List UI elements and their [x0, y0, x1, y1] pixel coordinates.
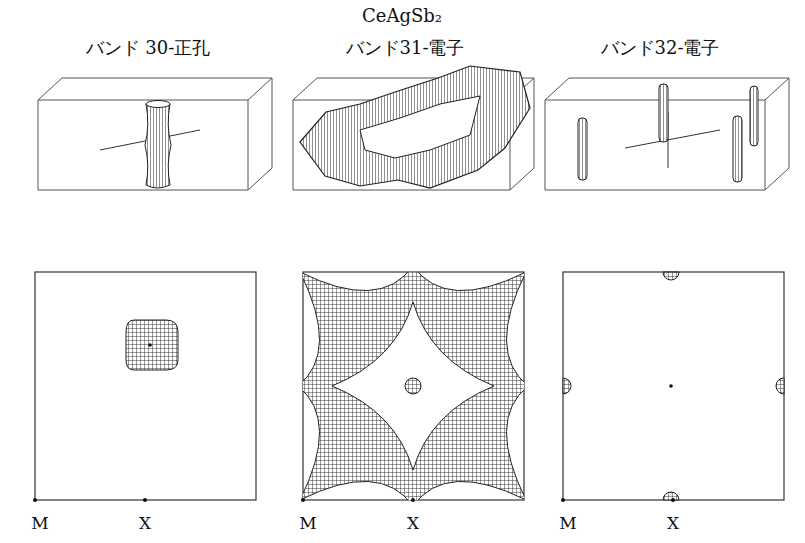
hole-surface-3d — [145, 101, 171, 189]
symmetry-point-label: X — [139, 514, 151, 533]
symmetry-point-label: M — [31, 514, 48, 533]
electron-section — [303, 272, 524, 500]
symmetry-point-label: X — [667, 514, 679, 533]
band-heading: バンド32-電子 — [601, 38, 720, 58]
symmetry-point-label: M — [299, 514, 316, 533]
band-heading: バンド 30-正孔 — [86, 38, 211, 58]
electron-rods-3d — [578, 84, 758, 182]
symmetry-points — [33, 498, 675, 502]
electron-surface-3d — [300, 66, 530, 188]
band-heading: バンド31-電子 — [346, 38, 465, 58]
hole-section — [126, 320, 178, 370]
electron-pockets — [563, 272, 784, 500]
figure-title: CeAgSb₂ — [362, 6, 442, 26]
symmetry-point-label: X — [407, 514, 419, 533]
symmetry-point-label: M — [559, 514, 576, 533]
